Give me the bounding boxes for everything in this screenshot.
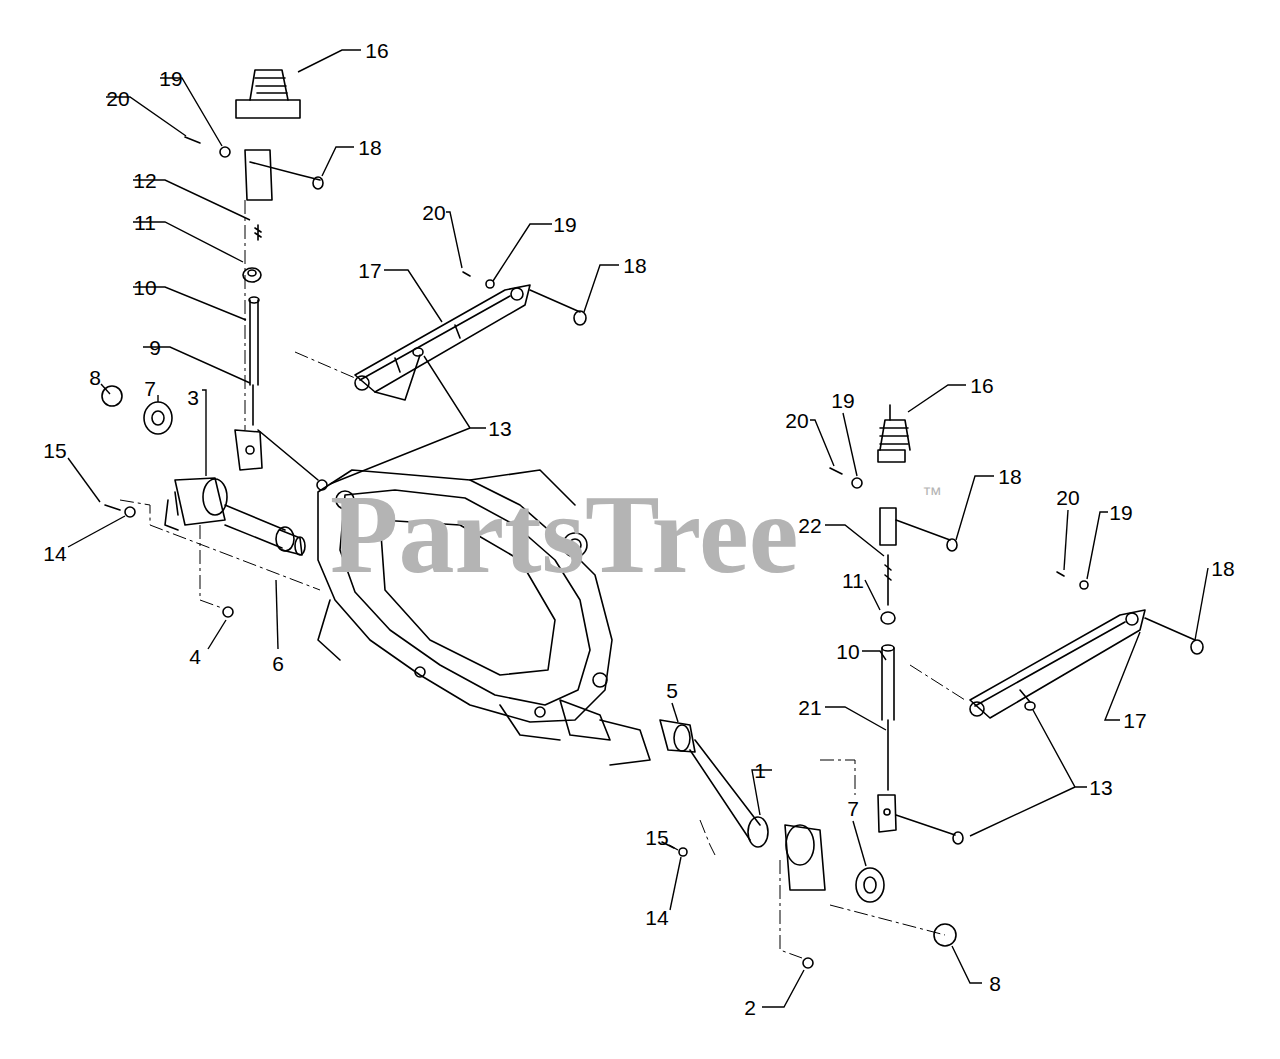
callout-number: 5 [664,679,680,702]
callout-number: 21 [796,696,823,719]
callout-number: 20 [104,87,131,110]
callout-number: 2 [742,996,758,1019]
callout-number: 13 [486,417,513,440]
callout-number: 9 [147,336,163,359]
center-lines [120,200,965,958]
callout-number: 8 [87,366,103,389]
callout-number: 17 [356,259,383,282]
left-arm [355,272,586,400]
callout-number: 18 [621,254,648,277]
callout-number: 22 [796,514,823,537]
callout-number: 14 [41,542,68,565]
left-linkage [185,70,327,490]
callout-number: 16 [363,39,390,62]
callout-number: 7 [142,377,158,400]
callout-number: 20 [420,201,447,224]
leader-lines [68,50,1208,1007]
right-arm [970,572,1203,718]
callout-number: 11 [132,211,158,234]
callout-number: 15 [643,826,670,849]
left-shaft [102,386,305,617]
callout-number: 14 [643,906,670,929]
callout-number: 18 [356,136,383,159]
callout-number: 19 [1107,501,1134,524]
callout-number: 19 [551,213,578,236]
callout-number: 12 [131,169,158,192]
callout-number: 7 [845,797,861,820]
callout-number: 10 [131,276,158,299]
callout-number: 15 [41,439,68,462]
right-linkage [830,405,963,844]
callout-number: 10 [834,640,861,663]
callout-number: 19 [829,389,856,412]
callout-number: 19 [157,67,184,90]
right-shaft [660,720,956,968]
callout-number: 4 [187,645,203,668]
callout-number: 18 [996,465,1023,488]
callout-number: 13 [1087,776,1114,799]
callout-number: 6 [270,652,286,675]
callout-number: 20 [1054,486,1081,509]
callout-number: 3 [185,386,201,409]
callout-number: 17 [1121,709,1148,732]
trademark-mark: ™ [922,484,942,504]
callout-number: 8 [987,972,1003,995]
callout-number: 20 [783,409,810,432]
callout-number: 1 [752,759,768,782]
callout-number: 18 [1209,557,1236,580]
watermark: PartsTree [330,478,799,590]
callout-number: 16 [968,374,995,397]
callout-number: 11 [840,569,866,592]
